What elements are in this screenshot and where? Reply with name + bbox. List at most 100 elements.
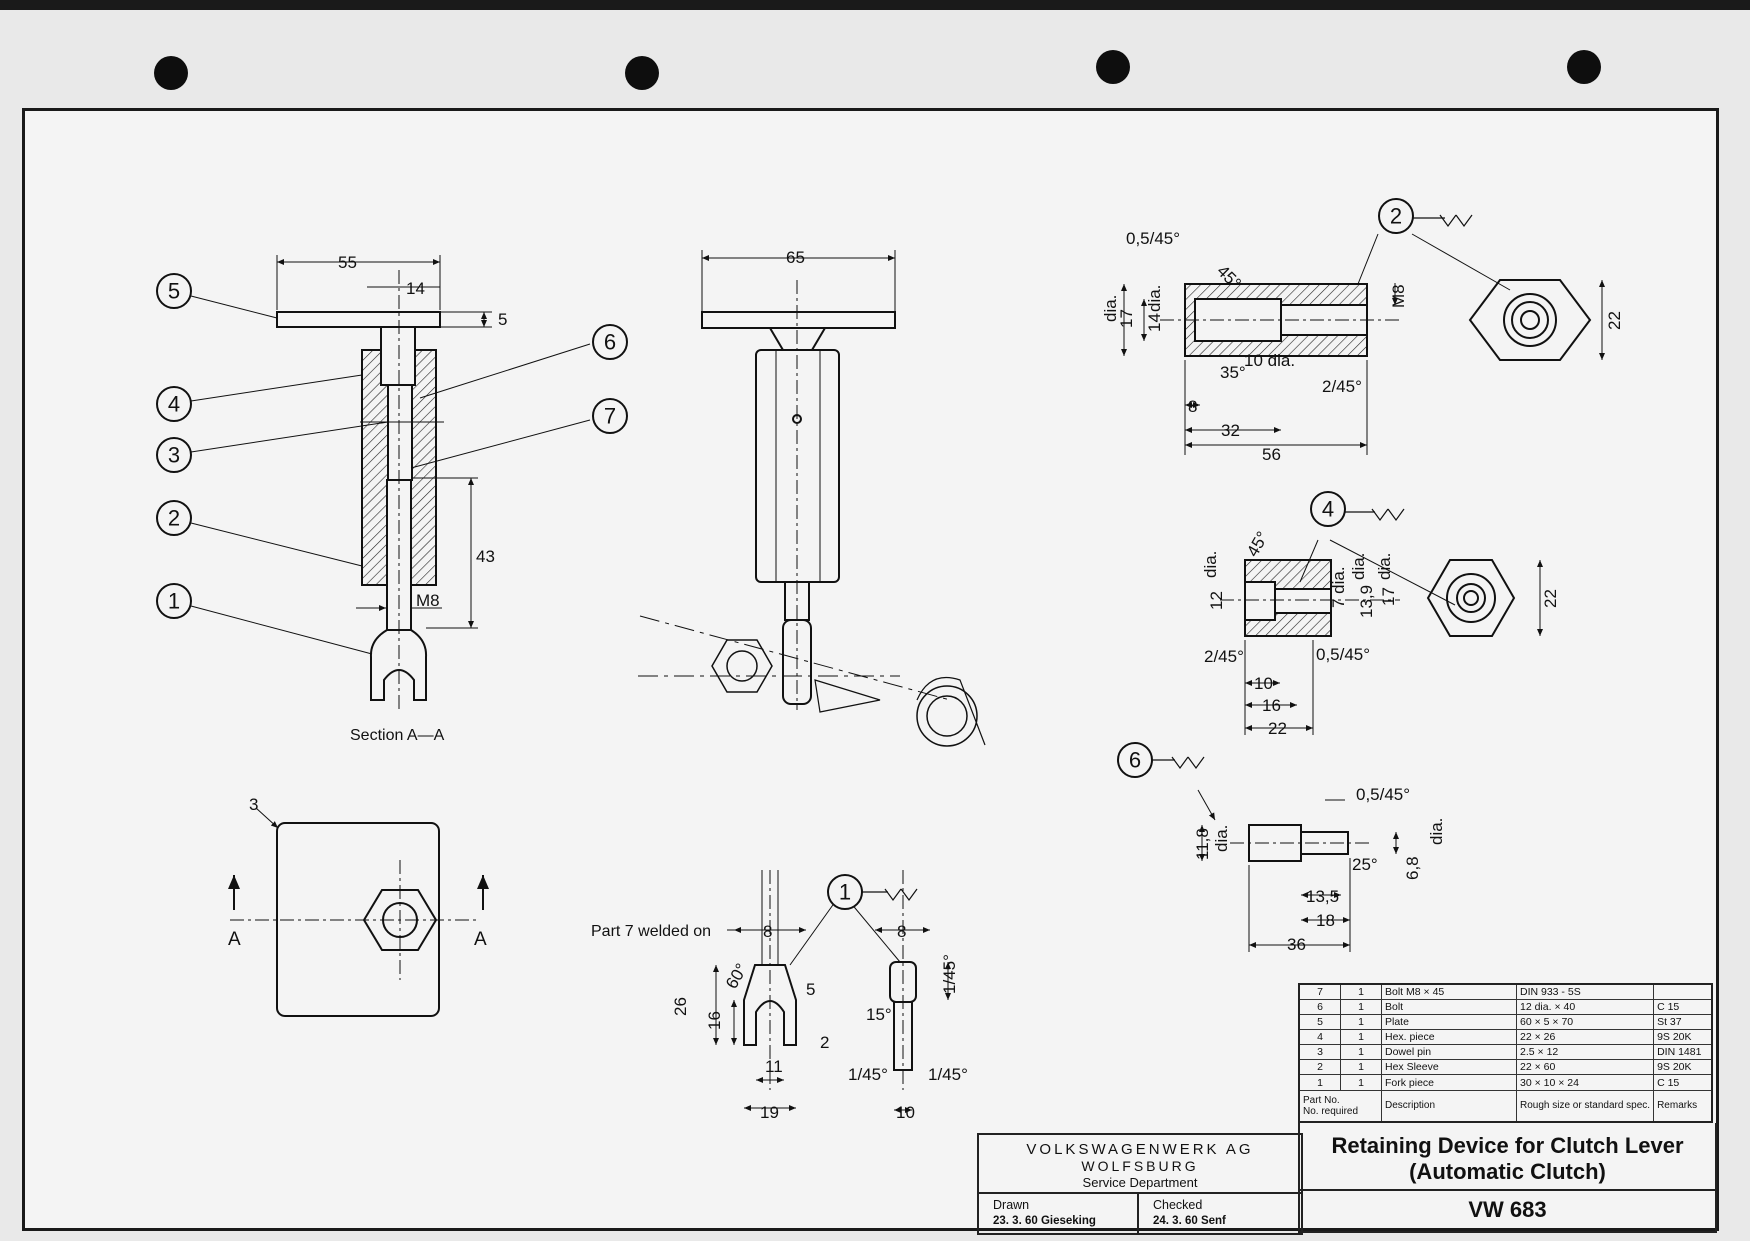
svg-text:6: 6: [1129, 748, 1141, 773]
checked-value: 24. 3. 60 Senf: [1153, 1215, 1226, 1227]
parts-cell-qty: 1: [1340, 1059, 1382, 1076]
dim-8: 8: [1188, 397, 1197, 416]
dim-32: 32: [1221, 421, 1240, 440]
callout-1-detail: 1: [827, 874, 863, 910]
part1-detail: [713, 870, 951, 1113]
dim-14: 14: [1145, 313, 1164, 332]
drawing-number: VW 683: [1468, 1197, 1547, 1222]
dim-22-c: 22: [1268, 719, 1287, 738]
parts-cell-remarks: 9S 20K: [1653, 1029, 1712, 1046]
parts-list-header: Part No.No. required Description Rough s…: [1299, 1090, 1712, 1123]
dim-dia-e: dia.: [1375, 553, 1394, 580]
dim-1-45-a: 1/45°: [940, 954, 959, 994]
parts-cell-part: 1: [1299, 1074, 1341, 1091]
dim-dia-a: dia.: [1101, 295, 1120, 322]
dim-15deg: 15°: [866, 1005, 892, 1024]
drawing-title: Retaining Device for Clutch Lever: [1331, 1133, 1684, 1158]
callout-2: 2: [156, 500, 192, 536]
dim-43: 43: [476, 547, 495, 566]
header-remarks: Remarks: [1653, 1090, 1712, 1123]
svg-text:1: 1: [168, 589, 180, 614]
dim-5: 5: [498, 310, 507, 329]
dim-18: 18: [1316, 911, 1335, 930]
parts-cell-qty: 1: [1340, 1074, 1382, 1091]
part6-detail: [1149, 756, 1399, 952]
header-description: Description: [1381, 1090, 1517, 1123]
callout-7: 7: [592, 398, 628, 434]
parts-cell-description: Plate: [1381, 1014, 1517, 1031]
dim-6-8: 6,8: [1403, 856, 1422, 880]
dim-35deg: 35°: [1220, 363, 1246, 382]
company-department: Service Department: [1082, 1175, 1198, 1190]
binder-hole-3: [1096, 50, 1130, 84]
parts-cell-qty: 1: [1340, 1029, 1382, 1046]
parts-cell-qty: 1: [1340, 1014, 1382, 1031]
weld-note: Part 7 welded on: [591, 923, 711, 940]
dim-8-a: 8: [763, 922, 772, 941]
parts-cell-remarks: C 15: [1653, 1074, 1712, 1091]
dim-14: 14: [406, 279, 425, 298]
dim-0-5-45-b: 0,5/45°: [1316, 645, 1370, 664]
dim-3: 3: [249, 795, 258, 814]
parts-cell-size: 22 × 60: [1516, 1059, 1655, 1076]
front-view: [638, 250, 986, 747]
callout-5: 5: [156, 273, 192, 309]
drawing-subtitle: (Automatic Clutch): [1409, 1159, 1606, 1184]
parts-cell-size: 30 × 10 × 24: [1516, 1074, 1655, 1091]
section-view: [190, 255, 591, 710]
callout-4-detail: 4: [1310, 491, 1346, 527]
dim-60deg: 60°: [722, 960, 751, 992]
svg-text:5: 5: [168, 279, 180, 304]
parts-cell-part: 2: [1299, 1059, 1341, 1076]
company-city: WOLFSBURG: [1081, 1158, 1199, 1174]
callout-6: 6: [592, 324, 628, 360]
checked-cell: Checked 24. 3. 60 Senf: [1139, 1194, 1297, 1233]
parts-cell-part: 3: [1299, 1044, 1341, 1061]
dim-13-5: 13,5: [1306, 887, 1339, 906]
company-name: VOLKSWAGENWERK AG: [1026, 1141, 1254, 1158]
parts-cell-qty: 1: [1340, 984, 1382, 1001]
dim-13-9: 13,9: [1357, 585, 1376, 618]
dim-17-b: 17: [1379, 587, 1398, 606]
signature-row: Drawn 23. 3. 60 Gieseking Checked 24. 3.…: [979, 1192, 1301, 1233]
parts-cell-remarks: 9S 20K: [1653, 1059, 1712, 1076]
dim-2-45-b: 2/45°: [1204, 647, 1244, 666]
binder-hole-2: [625, 56, 659, 90]
dim-25deg: 25°: [1352, 855, 1378, 874]
parts-cell-remarks: [1653, 984, 1712, 1001]
parts-cell-qty: 1: [1340, 999, 1382, 1016]
dim-26: 26: [671, 997, 690, 1016]
dim-0-5-45-c: 0,5/45°: [1356, 785, 1410, 804]
drawn-cell: Drawn 23. 3. 60 Gieseking: [979, 1194, 1139, 1233]
callout-2-detail: 2: [1378, 198, 1414, 234]
dim-7-dia: 7 dia.: [1329, 566, 1348, 608]
dim-10-dia: 10 dia.: [1244, 351, 1295, 370]
parts-cell-part: 5: [1299, 1014, 1341, 1031]
svg-text:4: 4: [168, 392, 180, 417]
svg-text:6: 6: [604, 330, 616, 355]
parts-cell-description: Hex Sleeve: [1381, 1059, 1517, 1076]
parts-cell-qty: 1: [1340, 1044, 1382, 1061]
svg-text:2: 2: [1390, 204, 1402, 229]
checked-label: Checked: [1153, 1198, 1203, 1212]
header-rough-size: Rough size or standard spec.: [1516, 1090, 1655, 1123]
dim-16: 16: [705, 1011, 724, 1030]
binder-hole-1: [154, 56, 188, 90]
callout-6-detail: 6: [1117, 742, 1153, 778]
parts-cell-size: 60 × 5 × 70: [1516, 1014, 1655, 1031]
dim-10: 10: [1254, 674, 1273, 693]
dim-2-45: 2/45°: [1322, 377, 1362, 396]
dim-m8-b: M8: [1389, 284, 1408, 308]
parts-cell-size: DIN 933 - 5S: [1516, 984, 1655, 1001]
dim-dia-d: dia.: [1349, 553, 1368, 580]
parts-cell-remarks: C 15: [1653, 999, 1712, 1016]
dim-17: 17: [1117, 309, 1136, 328]
dim-65: 65: [786, 248, 805, 267]
dim-36: 36: [1287, 935, 1306, 954]
